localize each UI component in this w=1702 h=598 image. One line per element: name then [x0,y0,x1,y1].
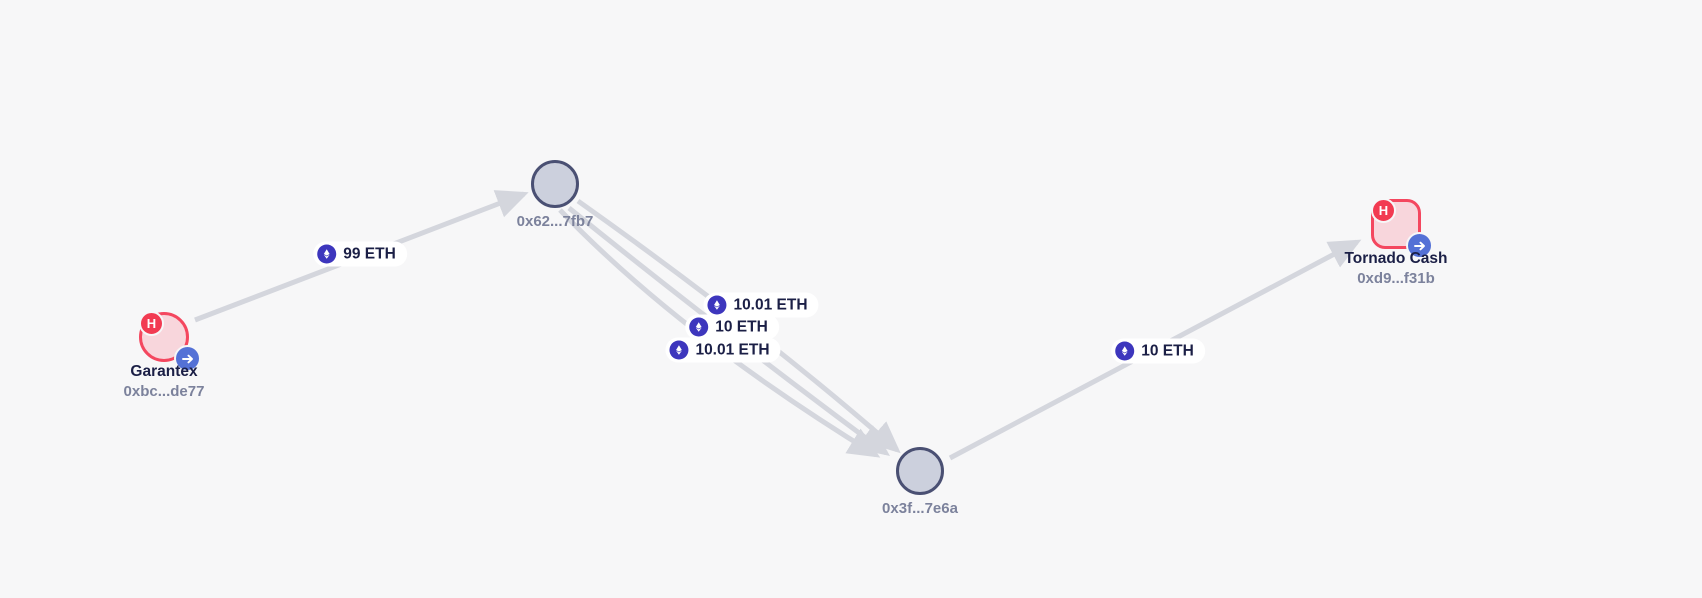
alert-h-icon[interactable]: H [139,311,164,336]
transfer-arrow-icon[interactable] [1406,232,1433,259]
node-garantex-title: Garantex [130,363,198,380]
edge-label-62-to-3f-a[interactable]: 10.01 ETH [703,292,819,318]
ethereum-icon [669,340,689,360]
transfer-arrow-icon[interactable] [174,345,201,372]
alert-h-icon[interactable]: H [1371,198,1396,223]
node-addr-3f-shape[interactable] [896,447,944,495]
edge-label-3f-to-tornado[interactable]: 10 ETH [1111,338,1205,364]
node-tornado-cash-address: 0xd9...f31b [1357,270,1435,288]
node-garantex-caption: Garantex 0xbc...de77 [124,362,205,402]
edge-label-62-to-3f-b[interactable]: 10 ETH [685,314,779,340]
alert-h-label: H [146,316,157,331]
ethereum-icon [707,295,727,315]
edge-label-amount: 10.01 ETH [695,341,770,358]
node-addr-62-caption: 0x62...7fb7 [517,212,594,232]
node-addr-3f-address: 0x3f...7e6a [882,500,958,517]
edge-label-garantex-to-62[interactable]: 99 ETH [313,241,407,267]
ethereum-icon [1115,341,1135,361]
edge-label-amount: 10.01 ETH [733,296,808,313]
edge-label-amount: 10 ETH [1141,342,1194,359]
edge-label-amount: 10 ETH [715,318,768,335]
edge-label-amount: 99 ETH [343,245,396,262]
node-addr-62-address: 0x62...7fb7 [516,213,594,230]
ethereum-icon [689,317,709,337]
node-addr-62-shape[interactable] [531,160,579,208]
edge-label-62-to-3f-c[interactable]: 10.01 ETH [665,337,781,363]
node-addr-3f-caption: 0x3f...7e6a [882,499,958,519]
ethereum-icon [317,244,337,264]
alert-h-label: H [1378,203,1389,218]
node-tornado-cash-title: Tornado Cash [1344,250,1448,267]
node-tornado-cash-caption: Tornado Cash 0xd9...f31b [1344,249,1447,289]
node-garantex-address: 0xbc...de77 [123,383,205,401]
